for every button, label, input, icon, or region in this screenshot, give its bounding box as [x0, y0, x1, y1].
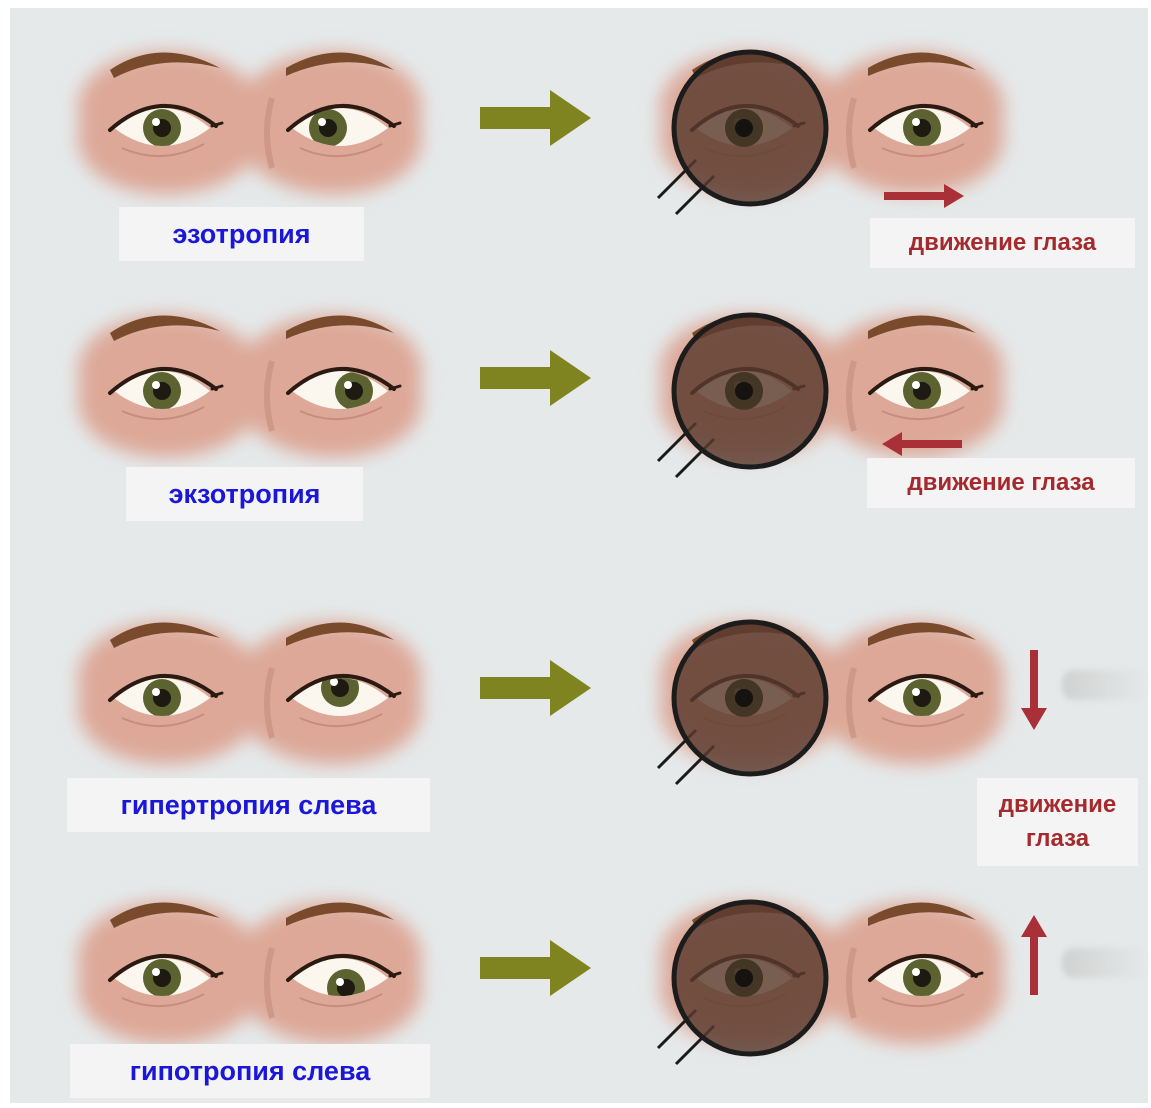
blurred-mark [1062, 948, 1148, 978]
condition-label-esotropia: эзотропия [119, 207, 364, 261]
arrow-right-shape [480, 660, 591, 716]
arrow-left-icon [880, 432, 964, 456]
condition-label-hypotropia: гипотропия слева [70, 1044, 430, 1098]
arrow-up-icon [1020, 913, 1048, 997]
motion-label-hypertropia: движение глаза [977, 778, 1138, 866]
arrow-right-icon [478, 658, 593, 718]
face-before-hypertropia [50, 598, 450, 788]
face-after-hypertropia [632, 598, 1032, 788]
blurred-mark [1062, 670, 1148, 700]
arrow-right-icon [478, 88, 593, 148]
arrow-right-shape [480, 90, 591, 146]
arrow-right-shape [480, 940, 591, 996]
condition-label-exotropia: экзотропия [126, 467, 363, 521]
motion-label-esotropia: движение глаза [870, 218, 1135, 268]
face-after-hypotropia [632, 878, 1032, 1068]
face-before-hypotropia [50, 878, 450, 1068]
motion-label-exotropia: движение глаза [867, 458, 1135, 508]
face-after-esotropia [632, 28, 1032, 218]
face-before-esotropia [50, 28, 450, 218]
arrow-right-icon [882, 184, 966, 208]
arrow-right-icon [478, 348, 593, 408]
condition-label-hypertropia: гипертропия слева [67, 778, 430, 832]
arrow-right-icon [478, 938, 593, 998]
arrow-down-icon [1020, 648, 1048, 732]
face-after-exotropia [632, 291, 1032, 481]
diagram-panel: эзотропия движение глаза [10, 8, 1148, 1103]
arrow-right-shape [480, 350, 591, 406]
face-before-exotropia [50, 291, 450, 481]
